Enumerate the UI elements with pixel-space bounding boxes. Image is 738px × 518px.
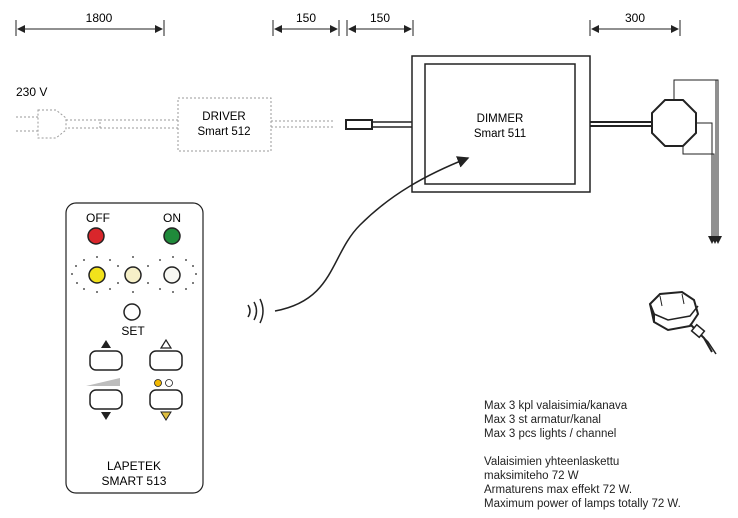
- channel-1-button[interactable]: [88, 266, 106, 284]
- up-arrow-outline-icon: [159, 338, 173, 349]
- output-wire-arrows-icon: [708, 236, 722, 244]
- light-fixture-icon: [648, 290, 717, 355]
- on-button[interactable]: [163, 227, 181, 245]
- down-arrow-filled-icon: [101, 412, 111, 420]
- specification-notes: Max 3 kpl valaisimia/kanava Max 3 st arm…: [484, 399, 681, 511]
- remote-control-body: [65, 202, 204, 494]
- wireless-signal-icon: [247, 298, 264, 324]
- note-line: Valaisimien yhteenlaskettu: [484, 456, 620, 468]
- driver-model: Smart 512: [197, 126, 250, 138]
- dimension-label-150-b: 150: [370, 11, 390, 25]
- note-line: Maximum power of lamps totally 72 W.: [484, 498, 681, 510]
- dimension-1800: 1800: [15, 11, 165, 36]
- note-line: maksimiteho 72 W: [484, 470, 579, 482]
- channel-dots: [71, 256, 197, 293]
- remote-set-label: SET: [121, 324, 145, 338]
- mains-voltage-label: 230 V: [16, 85, 47, 99]
- dimension-150-b: 150: [346, 11, 414, 36]
- dimension-label-1800: 1800: [86, 11, 113, 25]
- dimmer-title: DIMMER: [477, 113, 524, 125]
- warm-light-dot-icon: [154, 379, 162, 387]
- off-button[interactable]: [87, 227, 105, 245]
- down-arrow-yellow-icon: [160, 411, 172, 421]
- brightness-ramp-icon: [86, 378, 120, 386]
- remote-model: SMART 513: [102, 474, 167, 488]
- note-line: Max 3 kpl valaisimia/kanava: [484, 400, 628, 412]
- dimension-150-a: 150: [272, 11, 340, 36]
- note-line: Max 3 st armatur/kanal: [484, 414, 601, 426]
- driver-box: [177, 97, 272, 152]
- dimension-300: 300: [589, 11, 681, 36]
- cool-light-dot-icon: [165, 379, 173, 387]
- mains-plug-icon: [16, 109, 178, 139]
- up-arrow-filled-icon: [101, 340, 111, 348]
- remote-off-label: OFF: [86, 211, 110, 225]
- set-button[interactable]: [123, 303, 141, 321]
- note-line: Armaturens max effekt 72 W.: [484, 484, 633, 496]
- brightness-down-button[interactable]: [89, 389, 123, 410]
- dimension-label-300: 300: [625, 11, 645, 25]
- note-line: Max 3 pcs lights / channel: [484, 428, 617, 440]
- junction-box-icon: [651, 99, 697, 147]
- driver-output-cable: [271, 120, 335, 128]
- color-up-button[interactable]: [149, 350, 183, 371]
- remote-brand: LAPETEK: [107, 459, 161, 473]
- driver-title: DRIVER: [202, 111, 245, 123]
- output-wires: [673, 79, 719, 240]
- brightness-up-button[interactable]: [89, 350, 123, 371]
- dimension-label-150-a: 150: [296, 11, 316, 25]
- dimmer-model: Smart 511: [474, 128, 526, 140]
- remote-on-label: ON: [163, 211, 181, 225]
- signal-arrow: [274, 156, 470, 312]
- dimmer-box-inner: [424, 63, 576, 185]
- channel-2-button[interactable]: [124, 266, 142, 284]
- color-down-button[interactable]: [149, 389, 183, 410]
- cable-connector: [345, 119, 412, 130]
- channel-3-button[interactable]: [163, 266, 181, 284]
